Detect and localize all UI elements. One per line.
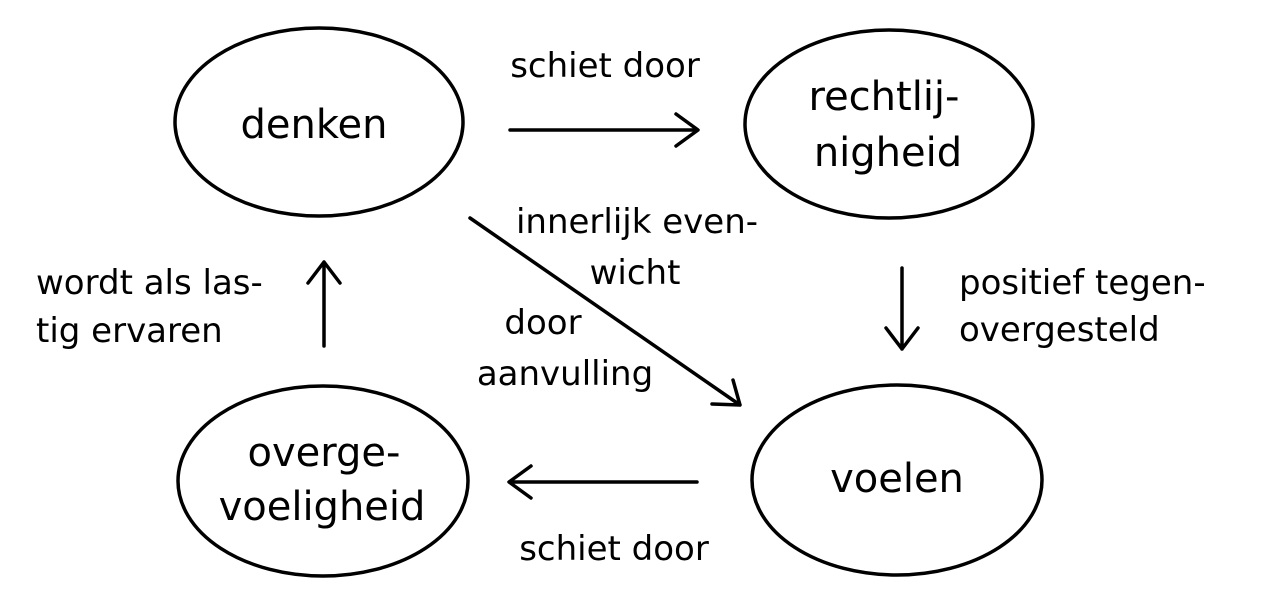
edge-label-aanvulling-line-2: aanvulling [477,354,653,394]
edge-voelen-to-overgevoeligheid: schiet door [507,464,709,569]
node-overgevoeligheid-label-line-2: voeligheid [219,484,426,530]
edge-label-positief-line-2: overgesteld [959,310,1160,350]
edge-denken-to-rechtlijnigheid: schiet door [508,46,700,148]
edge-label-schiet-door-top: schiet door [510,46,700,86]
edge-label-lastig-line-2: tig ervaren [36,311,223,351]
edge-label-schiet-door-bottom: schiet door [519,529,709,569]
node-overgevoeligheid: overge- voeligheid [176,384,470,578]
node-voelen-ellipse [750,383,1044,577]
node-rechtlijnigheid-label-line-2: nigheid [814,130,962,176]
edge-label-positief-line-1: positief tegen- [959,263,1206,303]
node-rechtlijnigheid: rechtlij- nigheid [743,28,1035,220]
node-rechtlijnigheid-ellipse [743,28,1035,220]
node-denken-ellipse [173,26,465,218]
arrow-right [508,112,700,148]
node-voelen: voelen [750,383,1044,577]
node-rechtlijnigheid-label-line-1: rechtlij- [809,74,960,120]
arrow-diagonal [468,216,742,407]
node-overgevoeligheid-label-line-1: overge- [248,430,401,476]
edge-label-evenwicht-line-1: innerlijk even- [516,202,758,242]
edge-label-aanvulling-line-1: door [504,303,581,343]
node-denken: denken [173,26,465,218]
node-overgevoeligheid-ellipse [176,384,470,578]
arrow-up [306,260,342,348]
node-denken-label: denken [240,102,387,148]
edge-overgevoeligheid-to-denken: wordt als las- tig ervaren [36,260,342,351]
edge-rechtlijnigheid-to-voelen: positief tegen- overgesteld [884,263,1206,351]
node-voelen-label: voelen [830,456,964,502]
edge-denken-to-voelen: innerlijk even- wicht door aanvulling [468,202,758,407]
edge-label-lastig-line-1: wordt als las- [36,263,263,303]
arrow-left [507,464,699,500]
edge-label-evenwicht-line-2: wicht [590,253,681,293]
arrow-down [884,266,920,351]
